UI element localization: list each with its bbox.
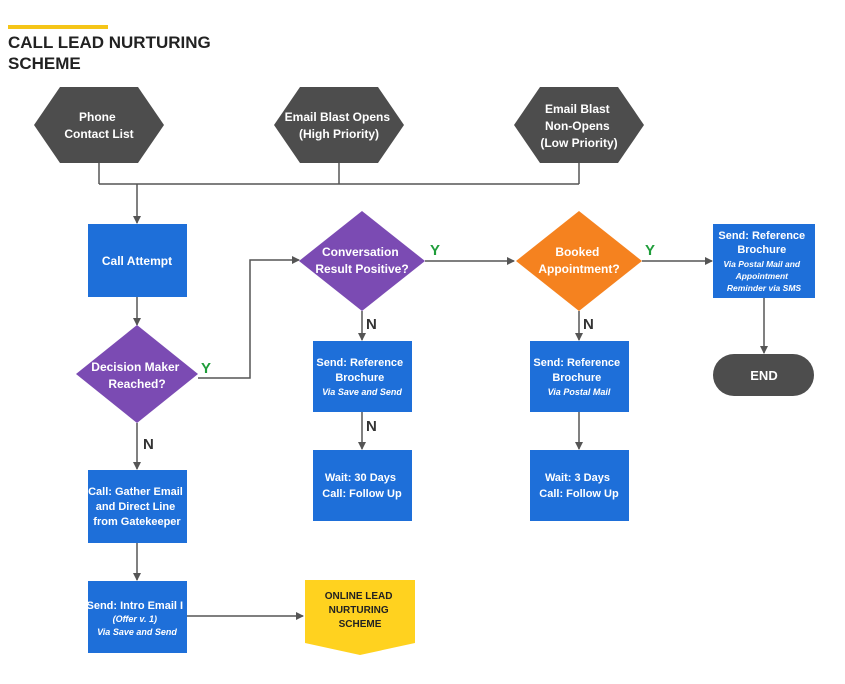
online-line-3: SCHEME (339, 619, 382, 630)
brochure-postal-sms-box: Send: Reference Brochure Via Postal Mail… (713, 224, 815, 298)
intro-email-box: Send: Intro Email I (Offer v. 1) Via Sav… (86, 581, 187, 653)
booked-line-2: Appointment? (538, 262, 619, 276)
wait-3-days-box: Wait: 3 Days Call: Follow Up (530, 450, 629, 521)
brochure-sms-line-3: Via Postal Mail and (723, 259, 800, 269)
source-email-blast-opens: Email Blast Opens (High Priority) (274, 87, 404, 163)
source-opens-line-2: (High Priority) (299, 127, 379, 141)
intro-line-2: (Offer v. 1) (113, 614, 157, 624)
booked-appointment-diamond: Booked Appointment? (516, 211, 642, 311)
call-attempt-label: Call Attempt (102, 254, 172, 268)
wait30-line-2: Call: Follow Up (322, 488, 402, 500)
no-label-decision-maker: N (143, 436, 154, 453)
brochure-postal-mail-box: Send: Reference Brochure Via Postal Mail (530, 341, 629, 412)
wait3-line-1: Wait: 3 Days (545, 472, 610, 484)
source-email-blast-non-opens: Email Blast Non-Opens (Low Priority) (514, 87, 644, 163)
intro-line-1: Send: Intro Email I (86, 600, 183, 612)
source-phone-line-1: Phone (79, 110, 116, 124)
title-line-2: SCHEME (8, 54, 81, 73)
svg-text:Send: Reference Brochure: Send: Reference Brochure Via Postal Mail (533, 353, 624, 397)
page-title: CALL LEAD NURTURING SCHEME (8, 33, 215, 73)
title-line-1: CALL LEAD NURTURING (8, 33, 211, 52)
svg-text:Send: Reference Brochure: Send: Reference Brochure Via Save and Se… (316, 353, 407, 397)
yes-label-conversation: Y (430, 242, 440, 259)
brochure-save-line-1: Send: Reference (316, 357, 403, 369)
end-terminal: END (713, 354, 814, 396)
no-label-booked: N (583, 316, 594, 333)
brochure-postal-line-2: Brochure (552, 372, 601, 384)
source-phone-contact-list: Phone Contact List (34, 87, 164, 163)
brochure-sms-line-2: Brochure (737, 244, 786, 256)
booked-line-1: Booked (555, 245, 599, 259)
no-label-conversation: N (366, 316, 377, 333)
yes-label-decision-maker: Y (201, 360, 211, 377)
decision-maker-line-1: Decision Maker (91, 360, 179, 374)
brochure-save-line-2: Brochure (335, 372, 384, 384)
wait30-line-1: Wait: 30 Days (325, 472, 396, 484)
end-label: END (750, 368, 777, 383)
gather-line-3: from Gatekeeper (93, 516, 181, 528)
brochure-sms-line-4: Appointment (735, 271, 790, 281)
conversation-result-diamond: Conversation Result Positive? (299, 211, 425, 311)
source-nonopens-line-2: Non-Opens (545, 119, 610, 133)
svg-text:Booked Appointment?: Booked Appointment? (538, 245, 619, 276)
gather-email-box: Call: Gather Email and Direct Line from … (88, 470, 187, 543)
intro-line-3: Via Save and Send (97, 627, 177, 637)
gather-line-2: and Direct Line (96, 501, 175, 513)
brochure-postal-line-1: Send: Reference (533, 357, 620, 369)
connectors (98, 163, 768, 620)
connector-decision-yes (198, 256, 300, 379)
svg-text:Send: Intro Email I (Off: Send: Intro Email I (Offer v. 1) Via Sav… (86, 596, 187, 637)
title-accent-bar (8, 25, 108, 29)
brochure-sms-line-5: Reminder via SMS (727, 283, 801, 293)
svg-text:Send: Reference Brochure: Send: Reference Brochure Via Postal Mail… (718, 226, 809, 293)
brochure-save-line-3: Via Save and Send (322, 387, 402, 397)
source-opens-line-1: Email Blast Opens (285, 110, 391, 124)
no-label-brochure-save: N (366, 418, 377, 435)
decision-maker-line-2: Reached? (108, 377, 165, 391)
brochure-sms-line-1: Send: Reference (718, 230, 805, 242)
svg-text:Email Blast Non-Opens: Email Blast Non-Opens (Low Priority) (540, 102, 617, 150)
svg-text:ONLINE LEAD NURTURING: ONLINE LEAD NURTURING SCHEME (325, 591, 396, 630)
source-nonopens-line-1: Email Blast (545, 102, 610, 116)
source-phone-line-2: Contact List (64, 127, 133, 141)
wait3-line-2: Call: Follow Up (539, 488, 619, 500)
svg-text:Wait: 3 Days Call: Follo: Wait: 3 Days Call: Follow Up (539, 472, 619, 500)
decision-maker-reached-diamond: Decision Maker Reached? (76, 325, 198, 423)
svg-text:Phone Contact List: Phone Contact List (64, 110, 133, 141)
brochure-save-send-box: Send: Reference Brochure Via Save and Se… (313, 341, 412, 412)
gather-line-1: Call: Gather Email (88, 486, 183, 498)
svg-text:Email Blast Opens (High: Email Blast Opens (High Priority) (285, 110, 394, 141)
call-attempt-box: Call Attempt (88, 224, 187, 297)
svg-text:Call: Gather Email and D: Call: Gather Email and Direct Line from … (88, 486, 186, 528)
online-line-2: NURTURING (329, 605, 389, 616)
source-nonopens-line-3: (Low Priority) (540, 136, 617, 150)
online-lead-nurturing-offpage: ONLINE LEAD NURTURING SCHEME (305, 580, 415, 655)
conversation-line-1: Conversation (322, 245, 399, 259)
online-line-1: ONLINE LEAD (325, 591, 393, 602)
conversation-line-2: Result Positive? (315, 262, 408, 276)
svg-text:Conversation Result Posi: Conversation Result Positive? (315, 245, 408, 276)
brochure-postal-line-3: Via Postal Mail (548, 387, 611, 397)
svg-text:Wait: 30 Days Call: Foll: Wait: 30 Days Call: Follow Up (322, 472, 402, 500)
svg-text:Decision Maker Reached?: Decision Maker Reached? (91, 360, 182, 391)
wait-30-days-box: Wait: 30 Days Call: Follow Up (313, 450, 412, 521)
yes-label-booked: Y (645, 242, 655, 259)
